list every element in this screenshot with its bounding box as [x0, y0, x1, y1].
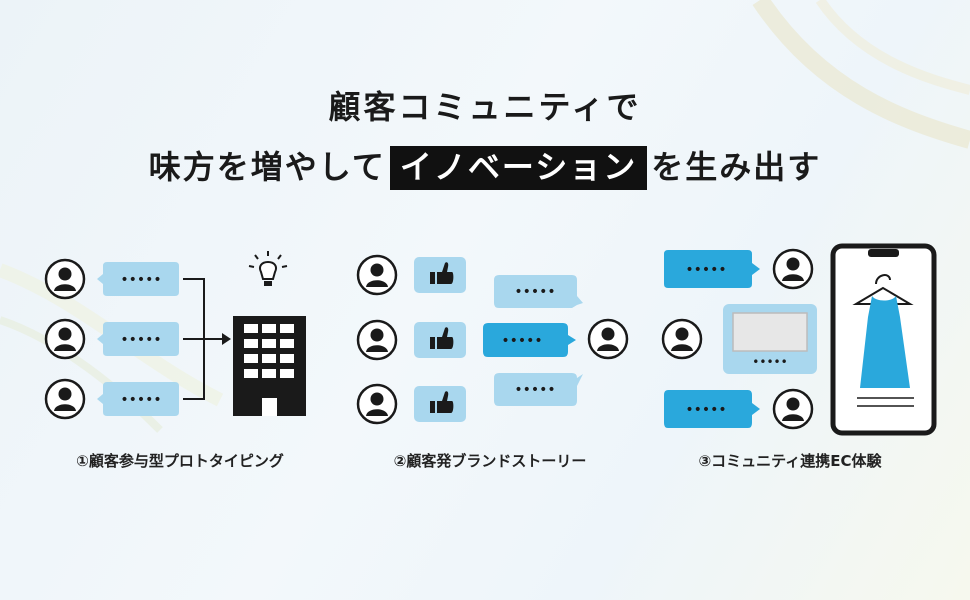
headline-line1: 顧客コミュニティで: [328, 88, 642, 126]
headline-line2-before: 味方を増やして: [148, 148, 386, 186]
speech-bubble: •••••: [97, 322, 179, 356]
caption-ec-experience: ③コミュニティ連携EC体験: [698, 452, 882, 470]
person-icon: [356, 319, 398, 361]
thumbs-up-icon: [414, 322, 466, 358]
thumbs-up-icon: [414, 257, 466, 293]
bubble-dots: •••••: [514, 284, 555, 300]
bubble-dots: •••••: [120, 392, 161, 408]
bubble-dots: •••••: [514, 382, 555, 398]
thumbs-up-icon: [414, 386, 466, 422]
bubble-dots: •••••: [501, 333, 542, 349]
lightbulb-icon: [248, 251, 288, 286]
speech-bubble: •••••: [494, 275, 583, 308]
caption-brand-story: ②顧客発ブランドストーリー: [393, 452, 587, 470]
speech-bubble: •••••: [494, 373, 583, 406]
section3-illustration: ••••• ••••• •••••: [661, 243, 937, 436]
video-panel: •••••: [723, 304, 817, 374]
building-icon: [233, 316, 306, 416]
headline-line2-after: を生み出す: [651, 148, 822, 186]
person-icon: [772, 388, 814, 430]
person-icon: [356, 383, 398, 425]
bubble-dots: •••••: [120, 272, 161, 288]
person-icon: [44, 258, 86, 300]
speech-bubble: •••••: [97, 382, 179, 416]
caption-prototyping: ①顧客参与型プロトタイピング: [76, 452, 284, 470]
person-icon: [587, 318, 629, 360]
speech-bubble: •••••: [664, 390, 760, 428]
smartphone-icon: [830, 243, 937, 436]
bubble-dots: •••••: [685, 402, 726, 418]
section2-illustration: ••••• ••••• •••••: [356, 254, 629, 425]
bracket-arrow: [183, 278, 231, 400]
person-icon: [661, 318, 703, 360]
person-icon: [44, 318, 86, 360]
headline-highlight: イノベーション: [389, 146, 648, 190]
speech-bubble: •••••: [483, 323, 576, 357]
person-icon: [772, 248, 814, 290]
section1-illustration: ••••• ••••• •••••: [44, 251, 306, 420]
bubble-dots: •••••: [120, 332, 161, 348]
dress-icon: [852, 274, 914, 388]
person-icon: [44, 378, 86, 420]
speech-bubble: •••••: [97, 262, 179, 296]
bubble-dots: •••••: [685, 262, 726, 278]
bubble-dots: •••••: [752, 355, 787, 369]
headline-line2: 味方を増やしてイノベーションを生み出す: [0, 142, 970, 190]
speech-bubble: •••••: [664, 250, 760, 288]
person-icon: [356, 254, 398, 296]
